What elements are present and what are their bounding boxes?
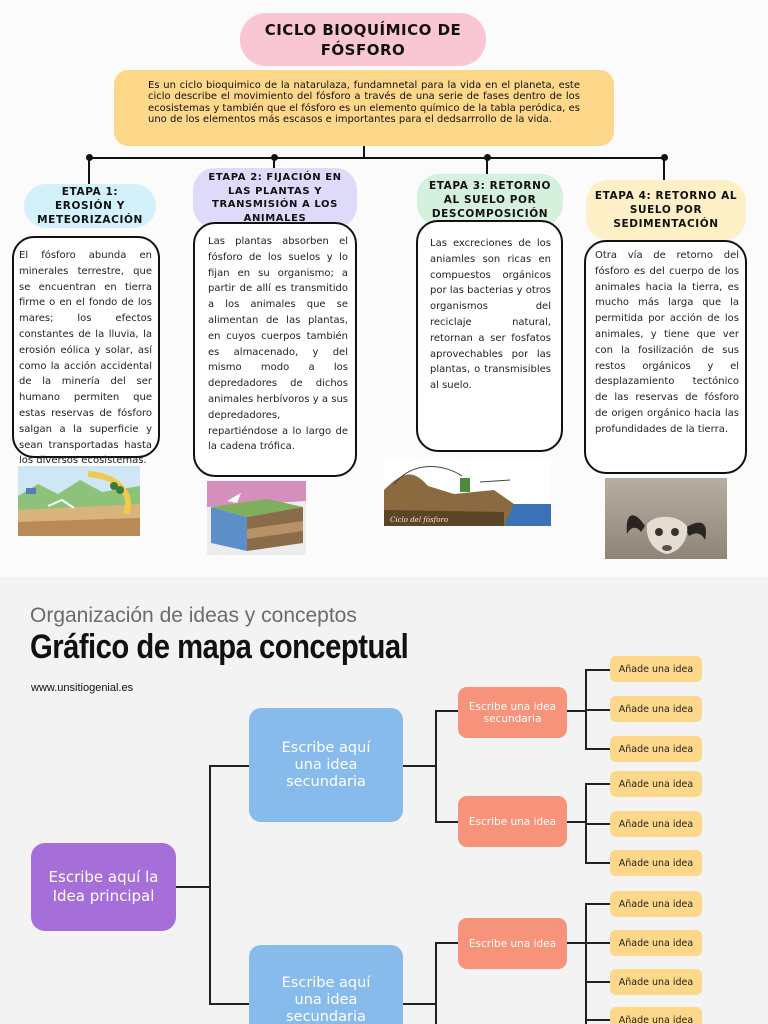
stage-2-body: Las plantas absorben el fósforo de los s… [193,222,357,477]
leaf-idea-node[interactable]: Añade una idea [610,656,702,682]
leaf-idea-node[interactable]: Añade una idea [610,850,702,876]
map-connector [585,1019,610,1021]
map-connector [176,886,210,888]
map-connector [209,765,249,767]
phosphorus-cycle-caption: Ciclo del fósforo [390,516,449,524]
animal-skull-photo [605,478,727,559]
stage-3-title: ETAPA 3: RETORNO AL SUELO POR DESCOMPOSI… [417,174,563,226]
main-idea-node[interactable]: Escribe aquí la Idea principal [31,843,176,931]
leaf-idea-node[interactable]: Añade una idea [610,736,702,762]
map-connector [402,765,436,767]
map-connector [435,942,458,944]
stage-2-title: ETAPA 2: FIJACIÓN EN LAS PLANTAS Y TRANS… [193,168,357,228]
connector-dot [484,154,491,161]
terrain-block-illustration [207,481,306,555]
secondary-idea-node[interactable]: Escribe aquí una idea secundaria [249,708,403,822]
stage-1-body: El fósforo abunda en minerales terrestre… [12,236,160,466]
connector [486,158,488,174]
map-connector [585,669,610,671]
connector-bar [89,157,665,159]
connector-dot [86,154,93,161]
concept-map-subtitle: Organización de ideas y conceptos [30,604,357,627]
stage-4-body: Otra vía de retorno del fósforo es del c… [584,240,747,474]
erosion-illustration [18,466,140,536]
leaf-idea-node[interactable]: Añade una idea [610,891,702,917]
map-connector [585,903,587,1024]
phosphorus-cycle-infographic: CICLO BIOQUÍMICO DE FÓSFORO Es un ciclo … [12,13,747,559]
map-connector [585,942,610,944]
infographic-title: CICLO BIOQUÍMICO DE FÓSFORO [240,13,486,66]
tertiary-idea-node[interactable]: Escribe una idea [458,918,567,969]
map-connector [435,710,437,823]
leaf-idea-node[interactable]: Añade una idea [610,930,702,956]
connector-dot [271,154,278,161]
map-connector [585,862,610,864]
map-connector [435,821,458,823]
connector [663,158,665,180]
map-connector [566,942,586,944]
concept-map-title: Gráfico de mapa conceptual [30,628,409,666]
leaf-idea-node[interactable]: Añade una idea [610,696,702,722]
leaf-idea-node[interactable]: Añade una idea [610,1007,702,1024]
leaf-idea-node[interactable]: Añade una idea [610,771,702,797]
map-connector [209,1003,249,1005]
map-connector [585,981,610,983]
map-connector [585,903,610,905]
stage-1-title: ETAPA 1: EROSIÓN Y METEORIZACIÓN [24,184,156,228]
map-connector [435,942,437,1024]
map-connector [585,823,610,825]
map-connector [585,783,610,785]
stage-3-body: Las excreciones de los aniamles son rica… [416,220,563,452]
phosphorus-cycle-illustration: Ciclo del fósforo [384,460,551,526]
map-connector [585,748,610,750]
website-label: www.unsitiogenial.es [31,682,134,694]
connector [88,158,90,184]
secondary-idea-node[interactable]: Escribe aquí una idea secundaria [249,945,403,1024]
map-connector [585,709,610,711]
map-connector [566,710,586,712]
infographic-intro: Es un ciclo bioquimico de la natarulaza,… [114,70,614,146]
tertiary-idea-node[interactable]: Escribe una idea [458,796,567,847]
connector [273,158,275,168]
stage-4-title: ETAPA 4: RETORNO AL SUELO POR SEDIMENTAC… [586,180,746,240]
connector-dot [661,154,668,161]
tertiary-idea-node[interactable]: Escribe una idea secundaria [458,687,567,738]
map-connector [566,821,586,823]
map-connector [209,765,211,1005]
leaf-idea-node[interactable]: Añade una idea [610,811,702,837]
map-connector [402,1003,436,1005]
leaf-idea-node[interactable]: Añade una idea [610,969,702,995]
map-connector [435,710,458,712]
connector [363,146,365,157]
